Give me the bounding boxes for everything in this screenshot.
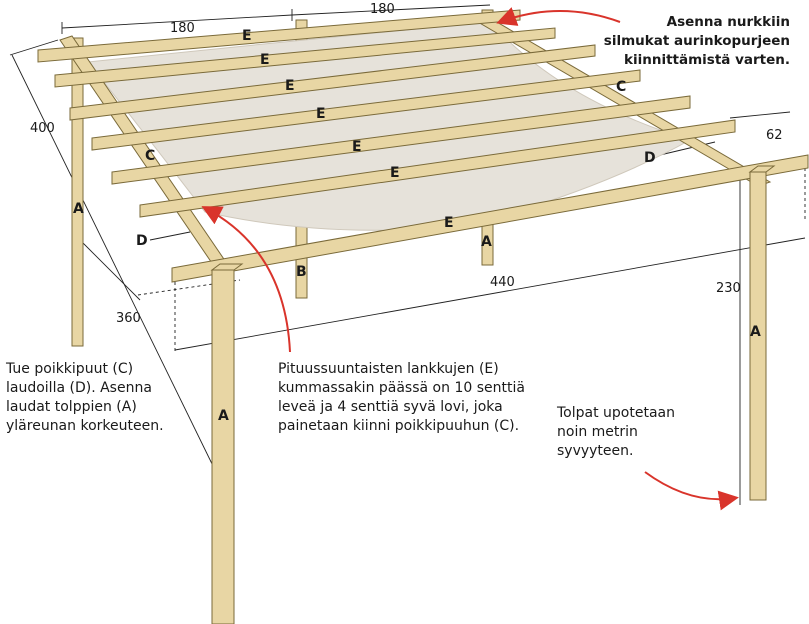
label-d-right: D [644,150,656,166]
callout-arrows [201,7,739,511]
plank-3 [69,44,596,121]
front-posts [210,165,776,624]
label-e-6: E [390,165,400,181]
plank-6 [139,119,736,218]
label-a-back-left: A [73,201,84,217]
plank-5 [111,95,691,185]
dim-360: 360 [116,311,141,326]
arrow-mid [201,206,291,353]
plank-2 [54,27,556,88]
dim-62: 62 [766,128,783,143]
plank-7 [171,154,809,283]
dim-180-right: 180 [370,2,395,17]
label-e-1: E [242,28,252,44]
label-a-back-right: A [481,234,492,250]
label-d-left: D [136,233,148,249]
label-e-4: E [316,106,326,122]
note-post-depth: Tolpat upotetaan noin metrin syvyyteen. [557,405,675,459]
post-back-left [71,37,84,347]
plank-4 [91,69,641,151]
note-sail-loops: Asenna nurkkiin silmukat aurinkopurjeen … [603,14,790,68]
dim-400: 400 [30,121,55,136]
label-e-7: E [444,215,454,231]
note-plank-notch: Pituussuuntaisten lankkujen (E) kummassa… [278,361,525,434]
label-a-front-left: A [218,408,229,424]
planks [37,9,809,283]
label-e-2: E [260,52,270,68]
arrow-top [496,7,621,26]
label-e-3: E [285,78,295,94]
arrow-bottom [644,471,739,511]
label-b: B [296,264,307,280]
note-support-boards: Tue poikkipuut (C) laudoilla (D). Asenna… [6,361,164,434]
label-c-right: C [616,79,626,95]
plank-1 [37,9,521,63]
dim-230: 230 [716,281,741,296]
label-c-left: C [145,148,155,164]
label-e-5: E [352,139,362,155]
dim-180-left: 180 [170,21,195,36]
dim-440: 440 [490,275,515,290]
label-a-front-right: A [750,324,761,340]
post-front-left [211,269,235,624]
